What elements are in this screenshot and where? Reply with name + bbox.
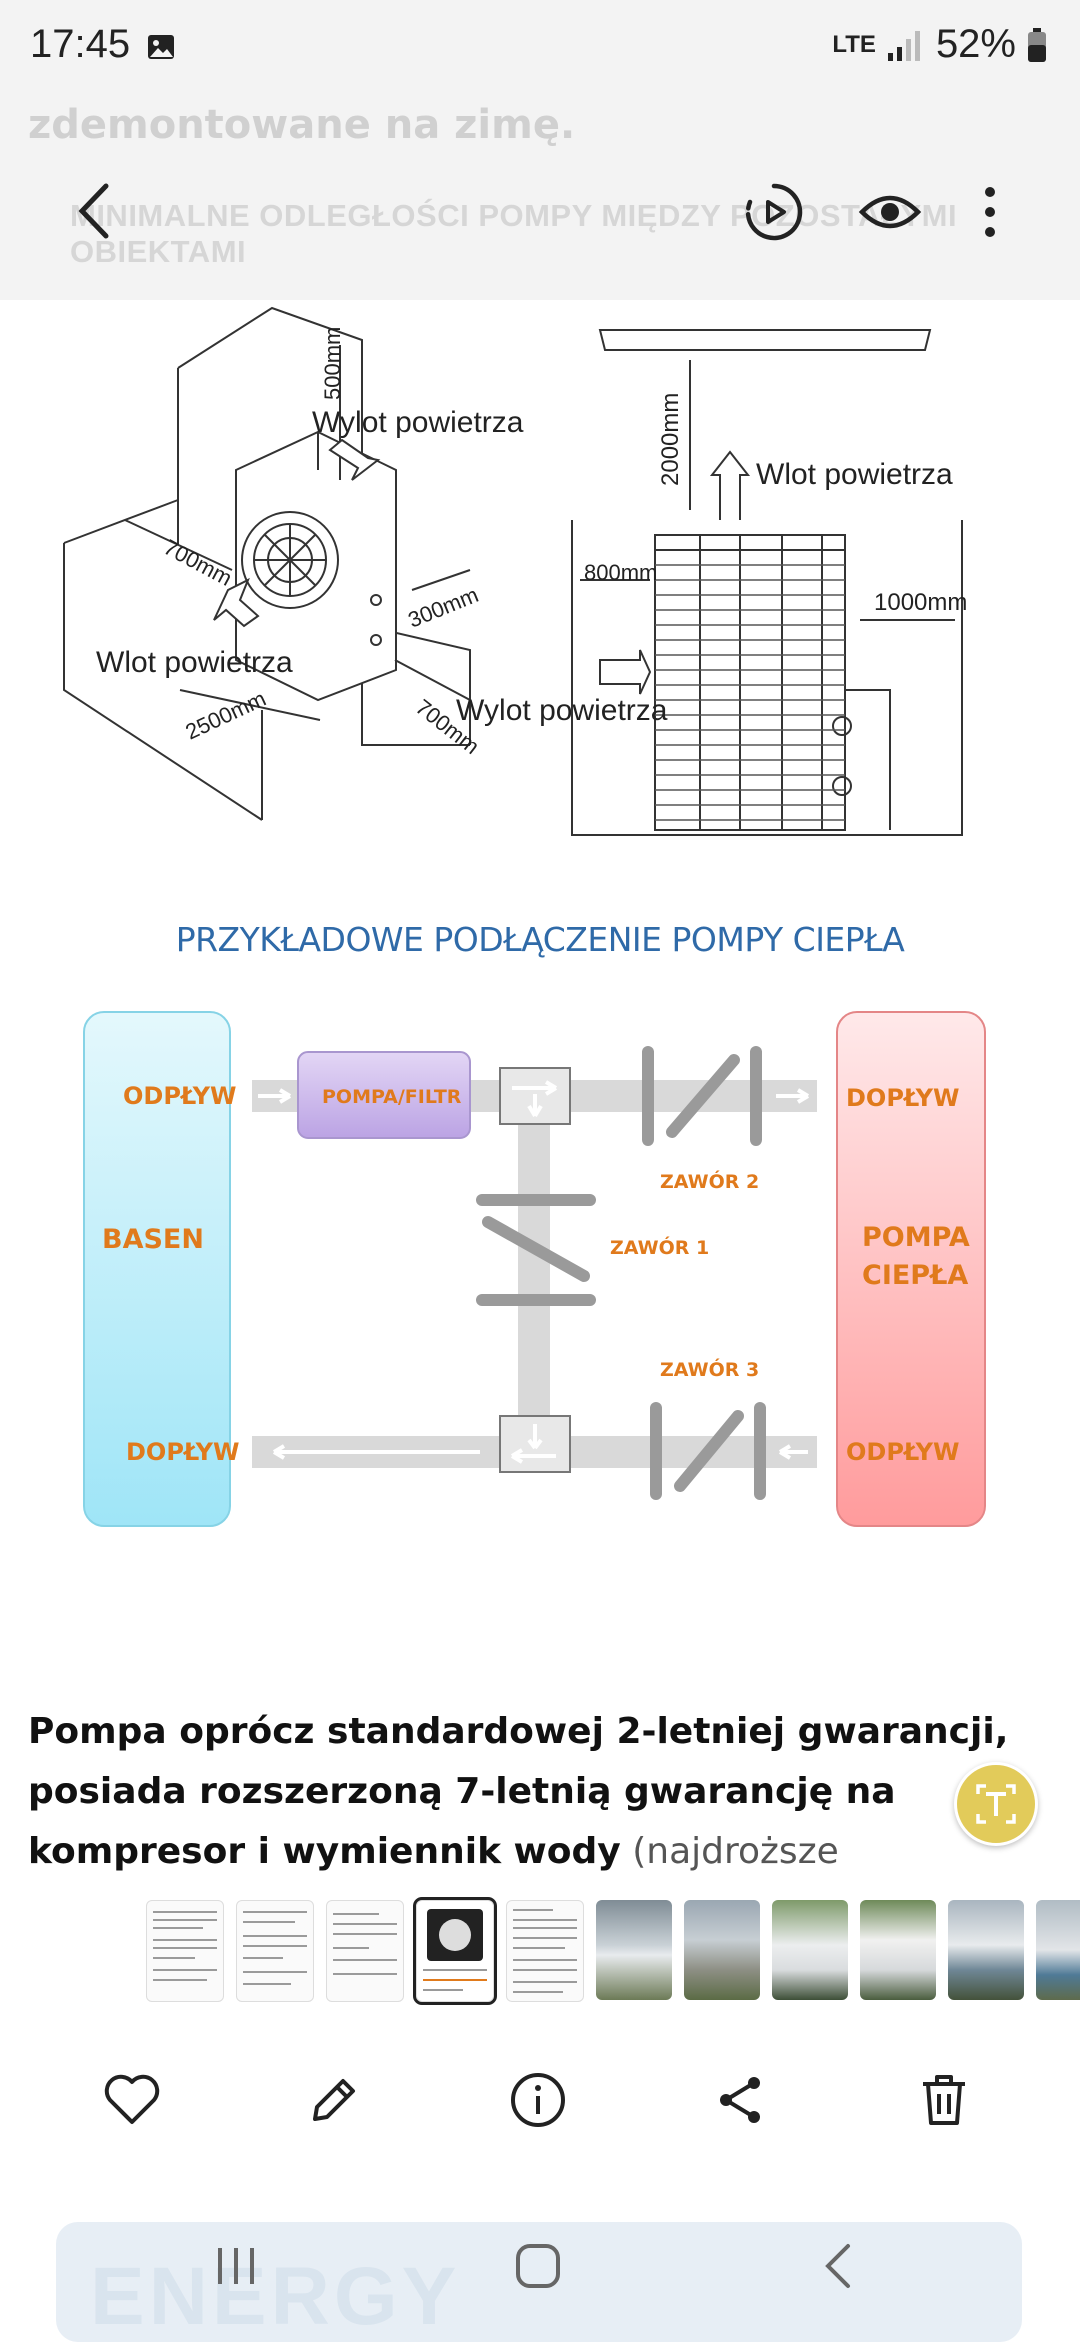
thumbnail[interactable] (948, 1900, 1024, 2000)
dim-2500mm: 2500mm (182, 686, 270, 745)
back-arrow-icon (78, 183, 109, 239)
connection-diagram-title: PRZYKŁADOWE PODŁĄCZENIE POMPY CIEPŁA (175, 920, 905, 959)
pump-filter-box (297, 1051, 471, 1139)
status-time: 17:45 (30, 22, 131, 66)
label-zawor1: ZAWÓR 1 (610, 1235, 709, 1259)
bottom-action-bar (0, 2060, 1080, 2140)
status-bar: 17:45 LTE 52% (0, 0, 1080, 90)
label-doplyw-left: DOPŁYW (126, 1438, 239, 1466)
info-icon (511, 2073, 565, 2127)
favorite-button[interactable] (92, 2060, 172, 2140)
label-ciepla: CIEPŁA (862, 1260, 968, 1291)
thumbnail[interactable] (860, 1900, 936, 2000)
thumbnail[interactable] (146, 1900, 224, 2002)
label-odplyw-left: ODPŁYW (123, 1082, 236, 1110)
label-wlot-left: Wlot powietrza (96, 646, 293, 679)
label-odplyw-right: ODPŁYW (846, 1438, 959, 1466)
distance-diagram: 500mm Wylot powietrza 700mm Wlot powietr… (63, 306, 967, 836)
more-vert-icon (985, 187, 995, 237)
eye-icon (858, 195, 922, 229)
home-icon (516, 2244, 560, 2288)
label-pompa-filtr: POMPA/FILTR (322, 1086, 462, 1108)
thumbnail-selected[interactable] (413, 1897, 497, 2005)
thumbnail-strip (146, 1897, 1080, 2006)
details-button[interactable] (498, 2060, 578, 2140)
recent-apps-button[interactable] (206, 2240, 266, 2292)
system-back-icon (825, 2244, 850, 2288)
label-wylot-top: Wylot powietrza (312, 406, 524, 439)
background-text-line2: MINIMALNE ODLEGŁOŚCI POMPY MIĘDZY POZOST… (70, 198, 958, 269)
label-pompa: POMPA (862, 1222, 970, 1253)
warranty-paragraph: Pompa oprócz standardowej 2-letniej gwar… (28, 1702, 1028, 1882)
back-button[interactable] (66, 176, 126, 246)
heat-pump-tank (836, 1011, 986, 1527)
share-icon (720, 2077, 760, 2123)
label-doplyw-right: DOPŁYW (846, 1084, 959, 1112)
home-button[interactable] (508, 2240, 568, 2292)
gallery-notification-icon (148, 35, 174, 59)
signal-icon (887, 30, 920, 61)
share-button[interactable] (700, 2060, 780, 2140)
warranty-normal-text: (najdroższe (620, 1831, 839, 1872)
dim-500mm: 500mm (320, 327, 345, 400)
thumbnail[interactable] (1036, 1900, 1080, 2000)
motion-photo-icon (745, 183, 803, 241)
thumbnail[interactable] (596, 1900, 672, 2000)
more-options-button[interactable] (972, 184, 1008, 240)
dim-800mm: 800mm (584, 560, 657, 585)
edit-button[interactable] (294, 2060, 374, 2140)
thumbnail[interactable] (236, 1900, 314, 2002)
battery-icon (1028, 27, 1046, 62)
pencil-icon (313, 2079, 355, 2121)
pool-tank (83, 1011, 231, 1527)
system-back-button[interactable] (810, 2240, 870, 2292)
dim-2000mm: 2000mm (657, 393, 684, 486)
recents-icon (218, 2248, 254, 2284)
label-zawor3: ZAWÓR 3 (660, 1357, 759, 1381)
view-button[interactable] (858, 184, 922, 240)
thumbnail[interactable] (684, 1900, 760, 2000)
system-nav-bar (0, 2220, 1080, 2316)
warranty-bold-text: Pompa oprócz standardowej 2-letniej gwar… (28, 1711, 1009, 1872)
dim-1000mm: 1000mm (874, 589, 967, 616)
trash-icon (923, 2075, 965, 2125)
status-right: LTE 52% (832, 22, 1048, 67)
label-basen: BASEN (102, 1224, 204, 1255)
label-wlot-right: Wlot powietrza (756, 458, 953, 491)
heart-icon (104, 2074, 160, 2124)
label-wylot-bottom: Wylot powietrza (456, 694, 668, 727)
thumbnail[interactable] (326, 1900, 404, 2002)
connection-diagram: ODPŁYW BASEN DOPŁYW DOPŁYW POMPA CIEPŁA … (83, 1011, 986, 1527)
motion-photo-button[interactable] (742, 180, 806, 244)
dim-700mm-left: 700mm (160, 534, 237, 591)
network-type: LTE (832, 30, 876, 58)
battery-percent: 52% (935, 22, 1016, 66)
label-zawor2: ZAWÓR 2 (660, 1169, 759, 1193)
thumbnail[interactable] (506, 1900, 584, 2002)
text-extract-button[interactable] (954, 1762, 1038, 1846)
text-extract-icon (976, 1784, 1016, 1824)
delete-button[interactable] (904, 2060, 984, 2140)
thumbnail[interactable] (772, 1900, 848, 2000)
